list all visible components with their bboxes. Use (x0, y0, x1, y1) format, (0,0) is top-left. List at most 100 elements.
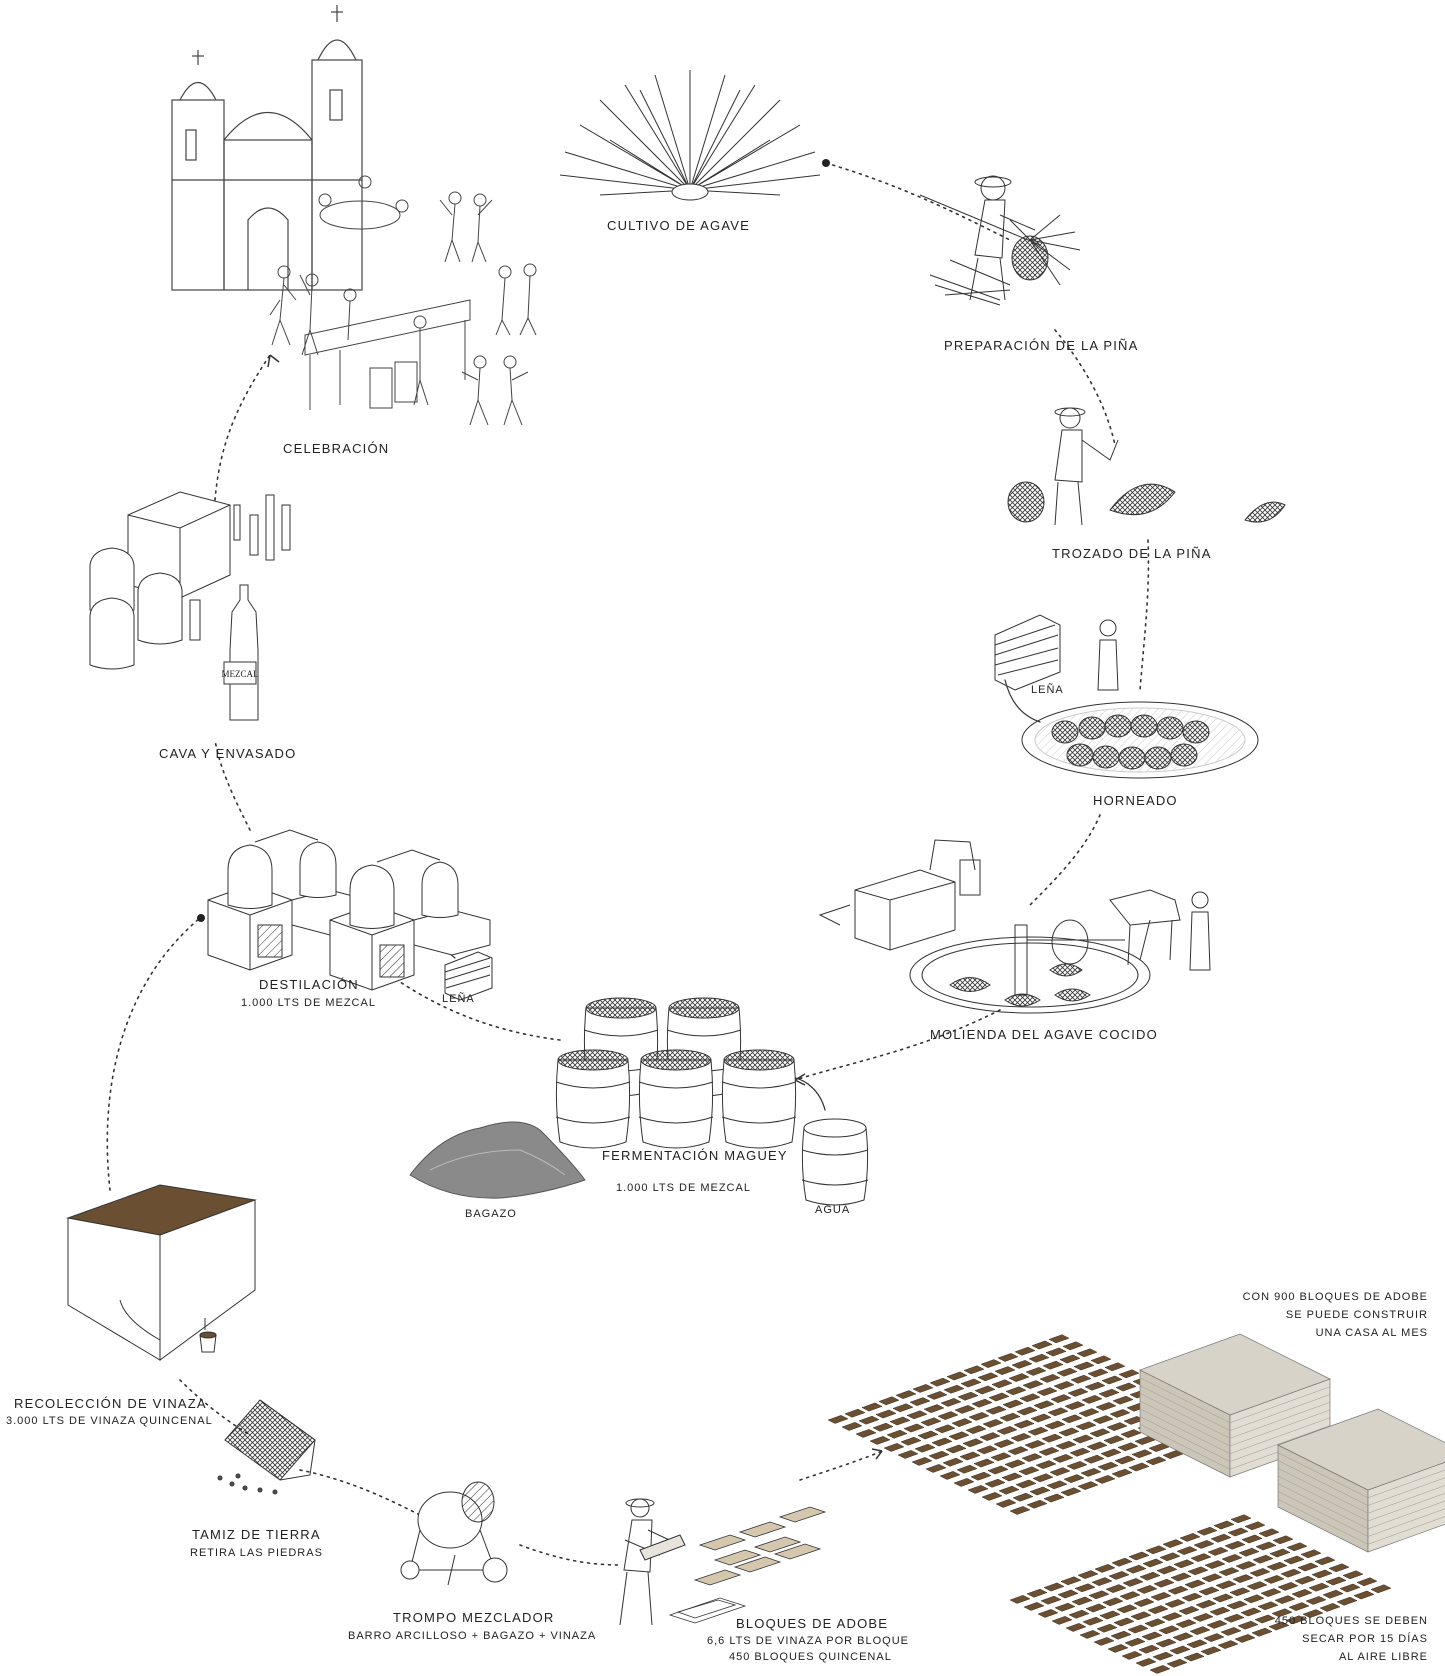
adobe-block (923, 1404, 945, 1413)
adobe-block (903, 1423, 925, 1433)
adobe-block (889, 1416, 911, 1426)
label-destilacion: DESTILACIÓN (259, 977, 359, 992)
adobe-block (1138, 1644, 1160, 1654)
adobe-block (1169, 1645, 1191, 1655)
adobe-block (1101, 1375, 1123, 1385)
adobe-block (1149, 1665, 1171, 1674)
barrel (638, 1049, 714, 1149)
adobe-block (1122, 1578, 1144, 1587)
adobe-block (1032, 1473, 1054, 1483)
flow-tamiz-to-trompo (299, 1469, 421, 1516)
adobe-block (1124, 1637, 1146, 1647)
adobe-block (1024, 1440, 1046, 1449)
adobe-block (1001, 1472, 1023, 1482)
adobe-block (1204, 1560, 1226, 1569)
adobe-block (1173, 1559, 1195, 1569)
adobe-block (1120, 1429, 1142, 1438)
barrel (555, 1049, 631, 1149)
tamiz-illustration (217, 1399, 316, 1495)
adobe-block (1272, 1535, 1294, 1545)
adobe-block (1119, 1591, 1141, 1600)
trompo-mezclador-illustration (400, 1481, 508, 1586)
adobe-block (909, 1397, 931, 1406)
adobe-block (1159, 1552, 1181, 1562)
adobe-block (1325, 1576, 1347, 1586)
adobe-block (1145, 1545, 1167, 1555)
adobe-drying-field-lower (1009, 1514, 1392, 1674)
adobe-block (1060, 1487, 1082, 1497)
adobe-mold-illustration (668, 1506, 827, 1624)
adobe-block (1088, 1590, 1110, 1600)
adobe-block (1117, 1442, 1139, 1452)
adobe-stack-course (1277, 1460, 1445, 1506)
arrowhead-fermentacion (794, 1073, 806, 1086)
fermentation-barrels-illustration (555, 997, 869, 1206)
adobe-block (946, 1371, 968, 1381)
adobe-block (1176, 1546, 1198, 1555)
adobe-block (1224, 1540, 1246, 1550)
adobe-block (1184, 1579, 1206, 1589)
adobe-block (994, 1366, 1016, 1375)
adobe-block (929, 1377, 951, 1387)
adobe-block (1097, 1461, 1119, 1471)
adobe-block (1099, 1610, 1121, 1620)
label-horneado: HORNEADO (1093, 793, 1178, 808)
adobe-block (858, 1415, 880, 1425)
adobe-block (878, 1396, 900, 1406)
celebration-illustration (269, 175, 537, 426)
adobe-block (1164, 1599, 1186, 1608)
adobe-block (990, 1452, 1012, 1462)
trozado-illustration (1007, 407, 1286, 526)
adobe-block (1031, 1340, 1053, 1350)
adobe-block (1076, 1348, 1098, 1358)
adobe-block (1246, 1581, 1268, 1590)
adobe-block (1059, 1354, 1081, 1364)
adobe-block (982, 1419, 1004, 1428)
adobe-block (1086, 1441, 1108, 1451)
adobe-block (1241, 1534, 1263, 1544)
adobe-block (963, 1365, 985, 1375)
flow-molienda-to-fermentacion (794, 1009, 1001, 1081)
adobe-block (1240, 1607, 1262, 1617)
adobe-stack-course (1277, 1468, 1445, 1514)
adobe-block (1258, 1528, 1280, 1538)
adobe-block (1082, 1616, 1104, 1626)
adobe-block (1172, 1632, 1194, 1642)
adobe-block (1087, 1368, 1109, 1378)
adobe-block (1054, 1602, 1076, 1612)
adobe-block (1094, 1564, 1116, 1573)
adobe-block (1260, 1588, 1282, 1597)
adobe-block (1175, 1619, 1197, 1628)
adobe-block (1008, 1373, 1030, 1382)
adobe-block (897, 1450, 919, 1459)
agave-plant-illustration (559, 70, 821, 201)
adobe-block (1111, 1468, 1133, 1478)
adobe-block (1186, 1639, 1208, 1649)
adobe-block (1227, 1527, 1249, 1537)
adobe-block (1023, 1602, 1045, 1611)
adobe-block (959, 1451, 981, 1461)
adobe-block (1206, 1620, 1228, 1629)
adobe-block (917, 1430, 939, 1440)
adobe-block (1046, 1480, 1068, 1490)
adobe-block (1103, 1435, 1125, 1445)
adobe-block (968, 1412, 990, 1421)
adobe-block (1125, 1564, 1147, 1574)
adobe-block (999, 1412, 1021, 1422)
adobe-block (1162, 1539, 1184, 1548)
adobe-block (1091, 1577, 1113, 1586)
destilacion-stills-illustration (207, 829, 493, 1001)
adobe-block (1158, 1625, 1180, 1635)
adobe-block (980, 1359, 1002, 1368)
adobe-block (1039, 1374, 1061, 1383)
adobe-block (1170, 1572, 1192, 1582)
adobe-block (945, 1444, 967, 1454)
adobe-block (1072, 1434, 1094, 1444)
adobe-block (1161, 1612, 1183, 1621)
adobe-block (1297, 1562, 1319, 1572)
adobe-block (861, 1402, 883, 1412)
flow-vinaza-to-destilacion (106, 917, 201, 1191)
label-molienda-del-agave-cocido: MOLIENDA DEL AGAVE COCIDO (930, 1027, 1158, 1042)
adobe-block (1052, 1454, 1074, 1463)
label-bagazo: BAGAZO (465, 1208, 517, 1220)
